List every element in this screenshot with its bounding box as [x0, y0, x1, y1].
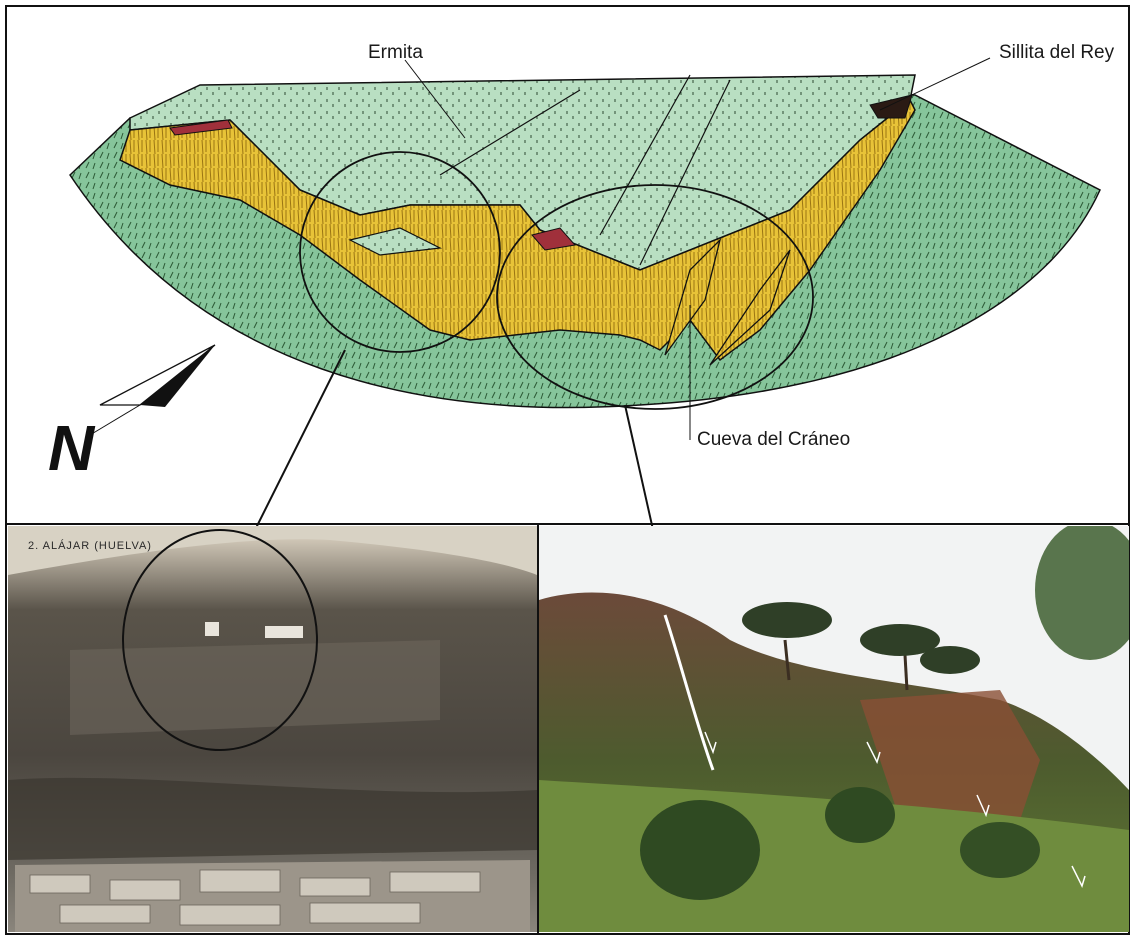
- label-sillita-del-rey: Sillita del Rey: [999, 42, 1115, 63]
- arrow-to-postcard: [250, 350, 345, 540]
- north-label: N: [48, 412, 96, 484]
- label-cueva-del-craneo: Cueva del Cráneo: [697, 429, 850, 450]
- modern-field-photo: [539, 520, 1135, 932]
- block-diagram-sketch: Ermita Sillita del Rey Cueva del Cráneo …: [48, 42, 1115, 552]
- historic-postcard-photo: 2. ALÁJAR (HUELVA): [8, 526, 537, 932]
- postcard-caption: 2. ALÁJAR (HUELVA): [28, 539, 152, 552]
- label-ermita: Ermita: [368, 42, 423, 63]
- north-arrow-icon: [90, 345, 215, 435]
